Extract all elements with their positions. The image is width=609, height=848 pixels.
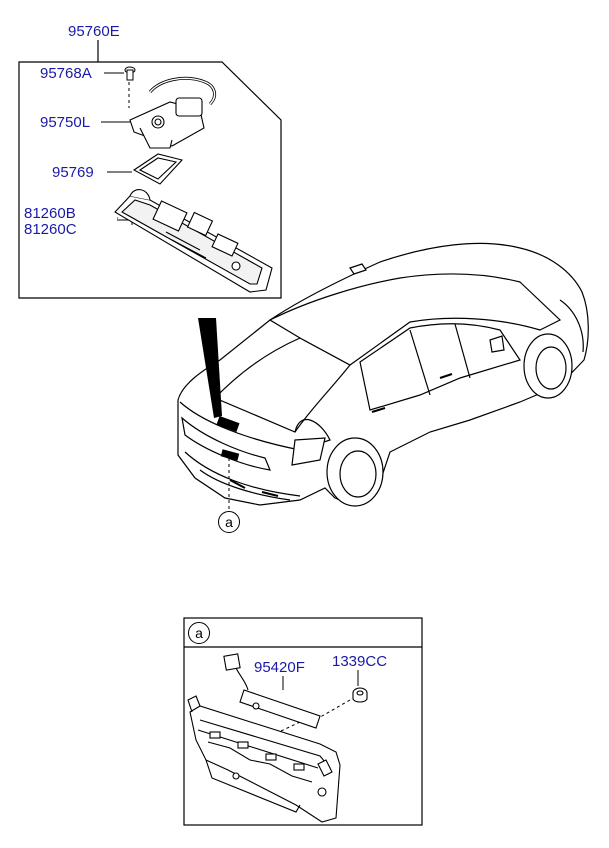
gasket-icon	[132, 153, 184, 185]
pointer-arrow	[198, 318, 222, 418]
callout-a-marker: a	[218, 511, 240, 533]
screw-icon	[124, 66, 136, 81]
part-label-95768a: 95768A	[40, 65, 92, 82]
part-label-95420f: 95420F	[254, 659, 305, 676]
part-label-95760e: 95760E	[68, 23, 120, 40]
housing-icon	[114, 189, 273, 293]
camera-icon	[129, 76, 217, 149]
part-label-95769: 95769	[52, 164, 94, 181]
part-label-1339cc: 1339CC	[332, 653, 388, 670]
detail-ref-marker: a	[188, 622, 210, 644]
sensor-icon	[223, 653, 321, 729]
car-illustration	[177, 242, 589, 507]
nut-icon	[352, 687, 368, 703]
detail-leaders	[261, 670, 359, 741]
part-label-81260c: 81260C	[24, 221, 77, 238]
exploded-view-frame	[18, 40, 282, 299]
part-label-81260b: 81260B	[24, 205, 76, 222]
part-label-95750l: 95750L	[40, 114, 91, 131]
bumper-panel-icon	[187, 695, 341, 823]
detail-frame	[183, 617, 423, 826]
